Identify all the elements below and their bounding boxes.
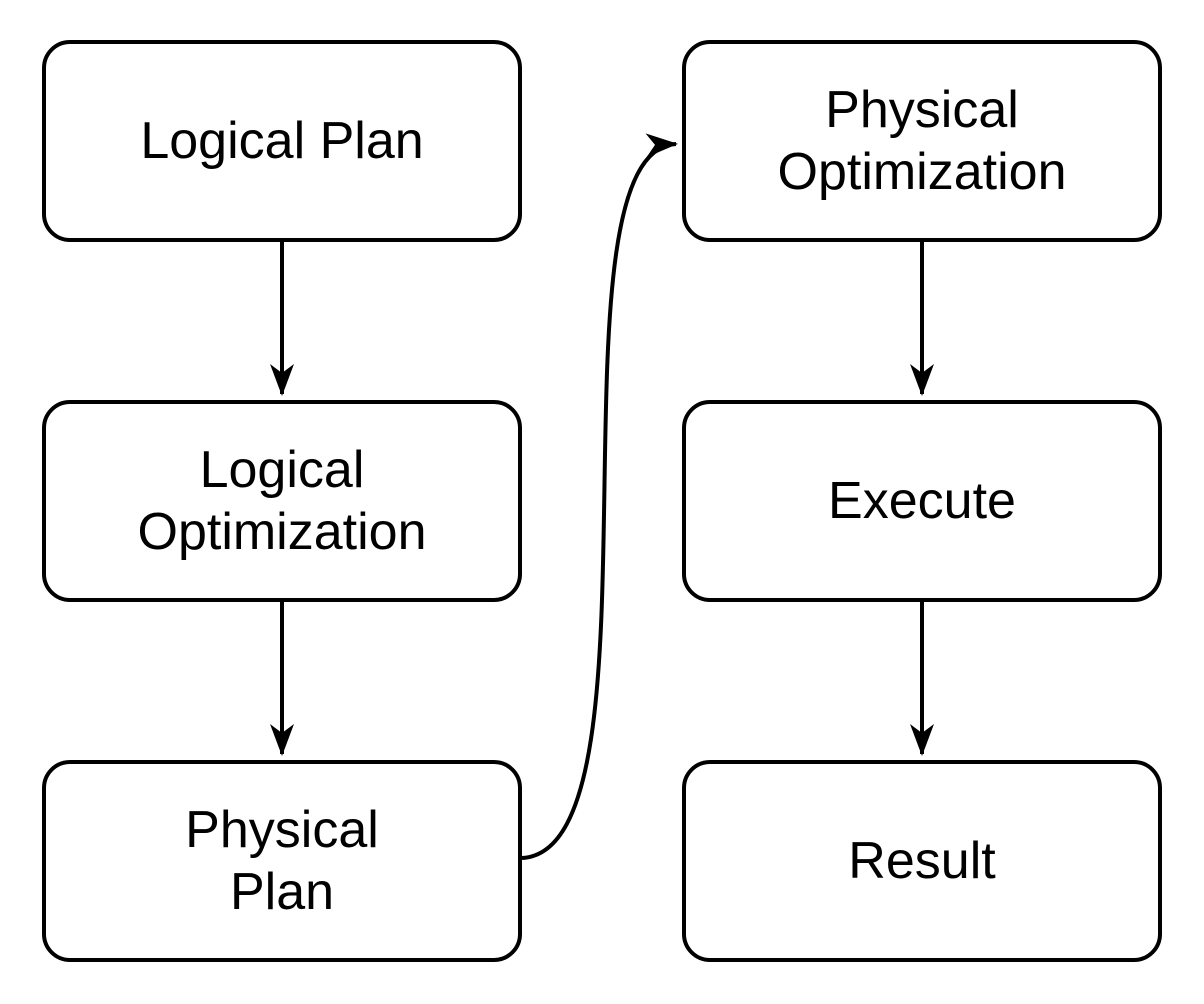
node-logical-plan: Logical Plan — [42, 40, 522, 242]
node-logical-plan-label: Logical Plan — [140, 111, 424, 170]
node-execute-label: Execute — [828, 471, 1016, 530]
node-physical-plan: Physical Plan — [42, 760, 522, 962]
node-logical-optimization: Logical Optimization — [42, 400, 522, 602]
edge-physical-plan-to-physical-optimization — [521, 133, 678, 860]
node-result: Result — [682, 760, 1162, 962]
node-physical-plan-label: Physical Plan — [185, 800, 379, 921]
node-result-label: Result — [848, 831, 996, 890]
node-physical-optimization-label: Physical Optimization — [777, 80, 1067, 201]
node-physical-optimization: Physical Optimization — [682, 40, 1162, 242]
node-logical-optimization-label: Logical Optimization — [137, 440, 427, 561]
node-execute: Execute — [682, 400, 1162, 602]
